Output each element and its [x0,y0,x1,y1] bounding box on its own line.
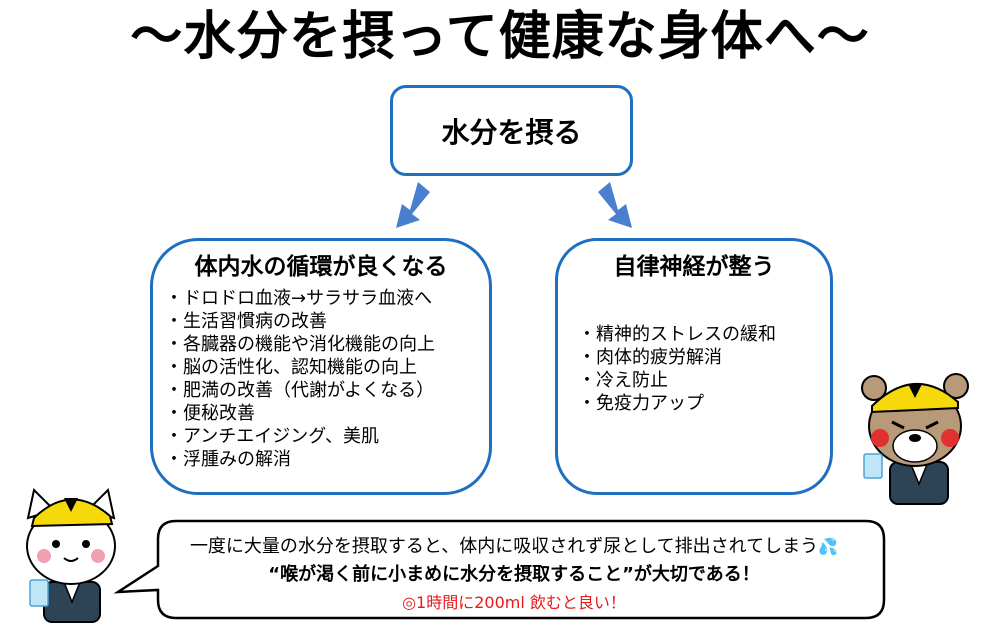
list-item: 浮腫みの解消 [165,448,435,471]
list-item: 精神的ストレスの緩和 [578,323,776,346]
callout-line-2: “喉が渇く前に小まめに水分を摂取すること”が大切である！ [268,564,760,585]
top-box: 水分を摂る [390,85,633,176]
down-arrow-icon [396,182,430,228]
sweat-drops-icon: 💦 [818,537,839,556]
left-box-list: ドロドロ血液→サラサラ血液へ 生活習慣病の改善 各臓器の機能や消化機能の向上 脳… [165,287,435,471]
callout-text: 一度に大量の水分を摂取すると、体内に吸収されず尿として排出されてしまう💦 “喉が… [158,533,870,617]
left-box-heading: 体内水の循環が良くなる [194,254,448,280]
cat-mascot-icon [26,487,116,623]
down-arrow-icon [598,182,632,228]
right-box-list: 精神的ストレスの緩和 肉体的疲労解消 冷え防止 免疫力アップ [578,323,776,415]
bear-mascot-icon [861,373,969,505]
page-title: 〜水分を摂って健康な身体へ〜 [130,7,870,67]
list-item: 生活習慣病の改善 [165,310,435,333]
top-box-label: 水分を摂る [441,115,582,149]
list-item: アンチエイジング、美肌 [165,425,435,448]
list-item: 肥満の改善（代謝がよくなる） [165,379,435,402]
list-item: 肉体的疲労解消 [578,346,776,369]
list-item: 免疫力アップ [578,392,776,415]
callout-line-3: ◎1時間に200ml 飲むと良い！ [402,593,626,612]
left-box: 体内水の循環が良くなる ドロドロ血液→サラサラ血液へ 生活習慣病の改善 各臓器の… [150,238,492,495]
list-item: ドロドロ血液→サラサラ血液へ [165,287,435,310]
callout-line-1: 一度に大量の水分を摂取すると、体内に吸収されず尿として排出されてしまう💦 [189,536,839,557]
list-item: 各臓器の機能や消化機能の向上 [165,333,435,356]
list-item: 冷え防止 [578,369,776,392]
list-item: 便秘改善 [165,402,435,425]
right-box: 自律神経が整う 精神的ストレスの緩和 肉体的疲労解消 冷え防止 免疫力アップ [555,238,833,495]
list-item: 脳の活性化、認知機能の向上 [165,356,435,379]
right-box-heading: 自律神経が整う [613,254,775,280]
